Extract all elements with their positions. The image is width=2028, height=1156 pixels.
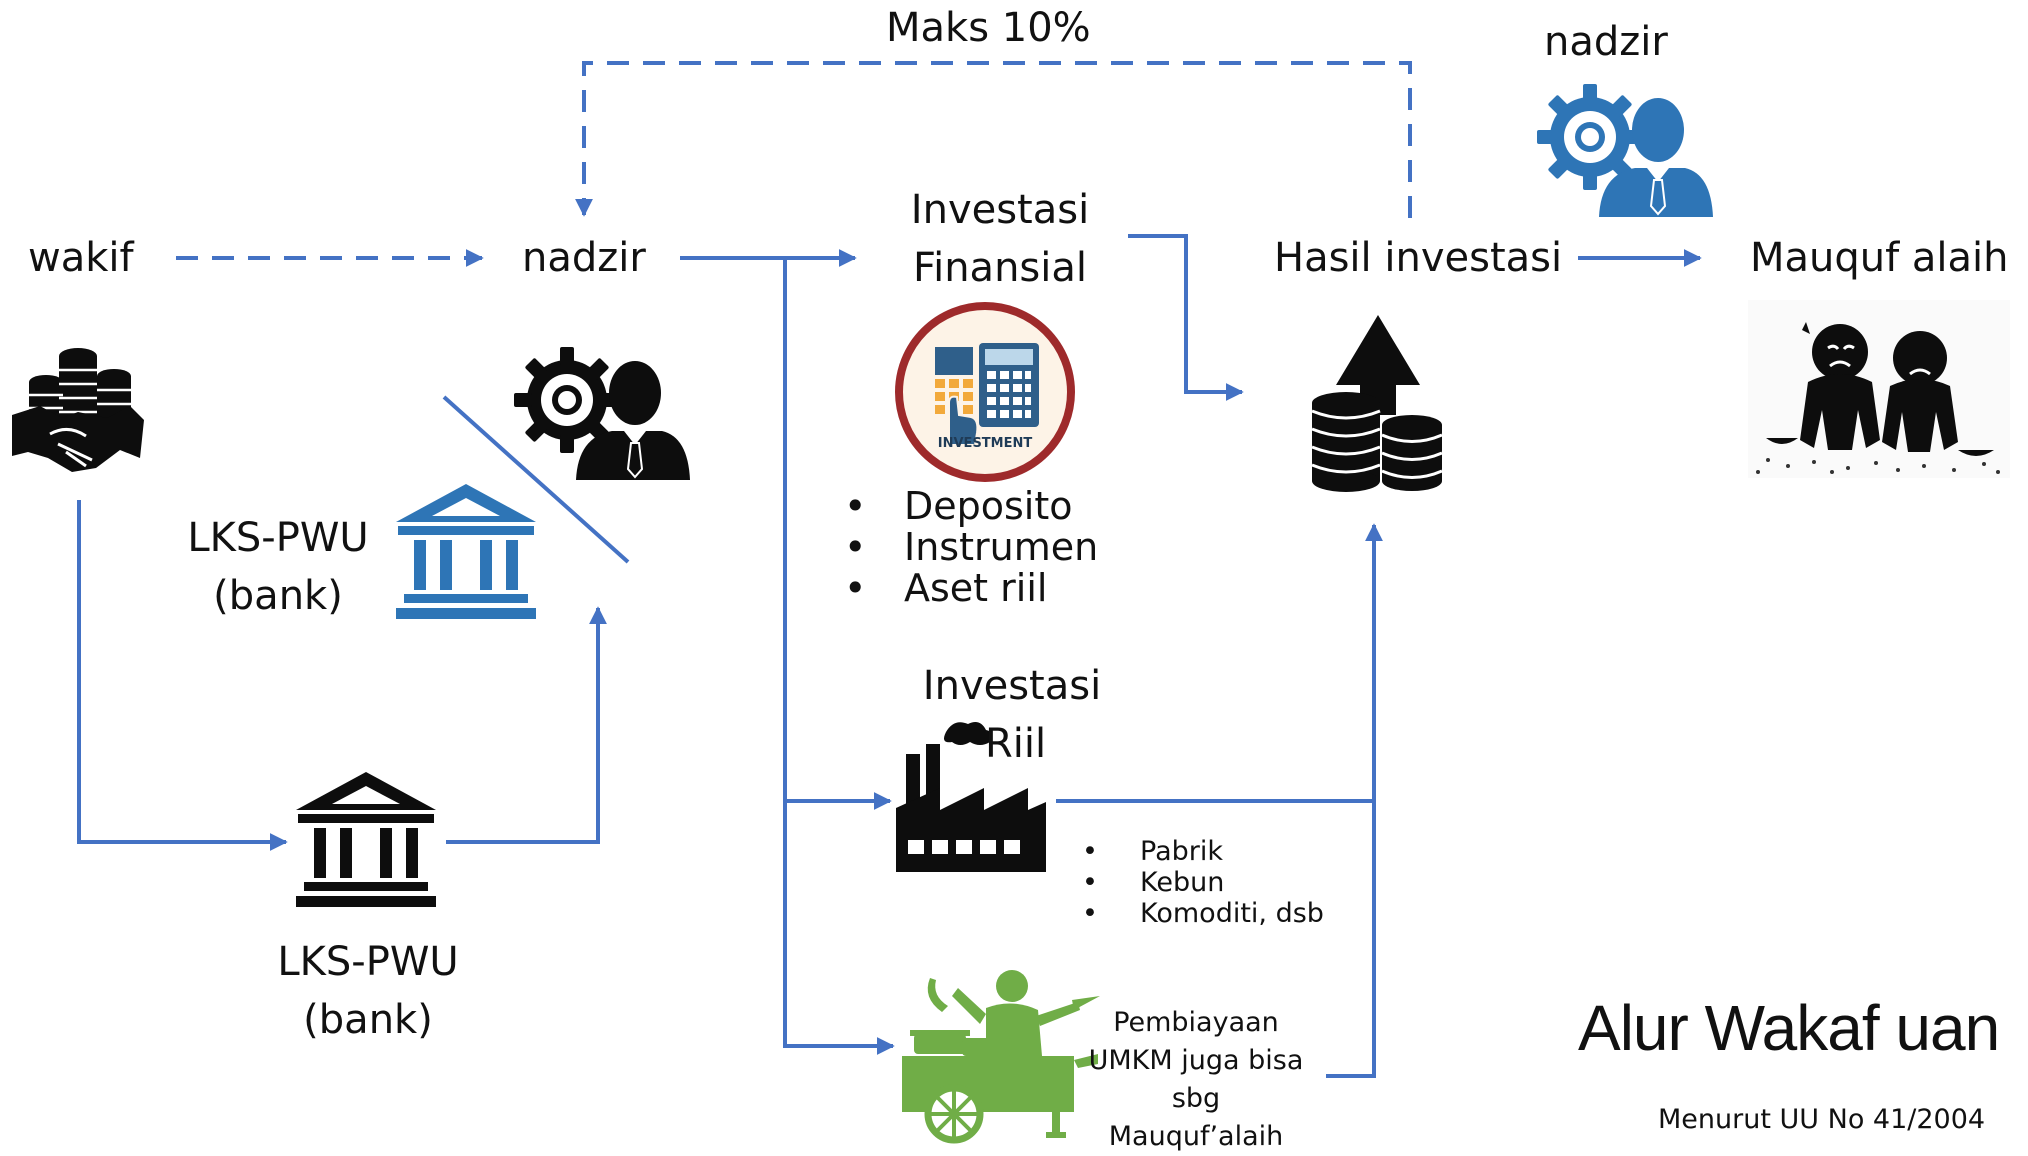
gear-businessman-icon — [514, 347, 690, 480]
umkm-line: Mauquf’alaih — [1108, 1121, 1284, 1152]
arrow-finansial-to-hasil — [1128, 234, 1244, 401]
investment-badge-label: INVESTMENT — [938, 436, 1033, 451]
branch-trunk — [783, 258, 895, 1055]
label-wakif: wakif — [28, 235, 134, 281]
coins-handshake-icon — [12, 348, 144, 472]
label-nadzir-top: nadzir — [1544, 19, 1668, 65]
connectors — [77, 61, 1702, 1078]
label-investasi-finansial-2: Finansial — [912, 245, 1088, 291]
label-lks-right-1: LKS-PWU — [187, 515, 369, 561]
bank-building-icon — [396, 484, 536, 619]
diagonal-divider — [442, 395, 630, 564]
list-item: Komoditi, dsb — [1082, 898, 1324, 929]
list-item: Deposito — [844, 486, 1098, 528]
label-maks-10: Maks 10% — [886, 5, 1091, 51]
list-item: Pabrik — [1082, 836, 1324, 867]
poor-people-icon — [1748, 300, 2010, 478]
label-investasi-riil-1: Investasi — [922, 663, 1102, 709]
label-lks-right-2: (bank) — [213, 573, 343, 619]
arrow-wakif-to-bank — [77, 500, 288, 851]
label-lks-bottom-2: (bank) — [303, 997, 433, 1043]
label-mauquf-alaih: Mauquf alaih — [1750, 235, 2009, 281]
arrow-bank-to-nadzir — [446, 606, 607, 844]
coin-stack-arrow-icon — [1311, 315, 1443, 492]
umkm-line: Pembiayaan — [1113, 1007, 1279, 1038]
arrow-umkm-to-hasil — [1326, 523, 1383, 1078]
page-title: Alur Wakaf uan — [1578, 992, 2000, 1064]
calculator-investment-icon: INVESTMENT — [895, 302, 1075, 482]
finansial-list: Deposito Instrumen Aset riil — [844, 486, 1098, 610]
bank-building-icon — [296, 772, 436, 907]
label-nadzir-main: nadzir — [522, 235, 646, 281]
list-item: Kebun — [1082, 867, 1324, 898]
food-cart-vendor-icon — [902, 970, 1100, 1144]
umkm-line: sbg — [1171, 1083, 1221, 1114]
list-item: Aset riil — [844, 568, 1098, 610]
factory-icon — [896, 722, 1046, 872]
umkm-line: UMKM juga bisa — [1088, 1045, 1304, 1076]
gear-businessman-icon — [1537, 84, 1713, 217]
arrow-maks-loop — [575, 61, 1412, 218]
label-hasil-investasi: Hasil investasi — [1274, 235, 1563, 281]
label-investasi-finansial-1: Investasi — [910, 187, 1090, 233]
page-subtitle: Menurut UU No 41/2004 — [1658, 1104, 1986, 1135]
riil-list: Pabrik Kebun Komoditi, dsb — [1082, 836, 1324, 929]
label-lks-bottom-1: LKS-PWU — [277, 939, 459, 985]
label-investasi-riil-2: Riil — [985, 721, 1047, 767]
list-item: Instrumen — [844, 527, 1098, 569]
umkm-caption: Pembiayaan UMKM juga bisa sbg Mauquf’ala… — [1089, 1004, 1304, 1156]
